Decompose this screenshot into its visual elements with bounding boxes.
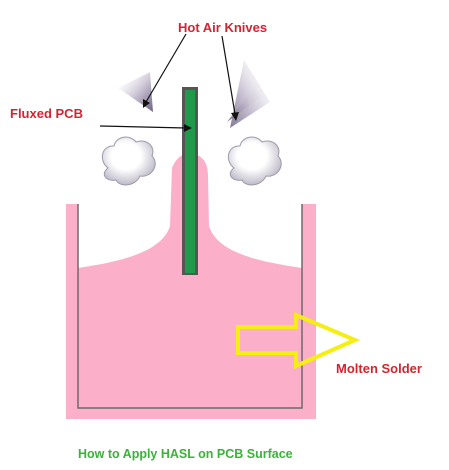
diagram-caption: How to Apply HASL on PCB Surface bbox=[78, 447, 293, 461]
air-knife-left bbox=[118, 72, 153, 112]
smoke-cloud-right bbox=[227, 136, 282, 186]
label-fluxed-pcb: Fluxed PCB bbox=[10, 106, 83, 121]
label-hot-air-knives: Hot Air Knives bbox=[178, 20, 268, 35]
pointer-hot-air-knives-right bbox=[221, 35, 239, 121]
pointer-fluxed-pcb bbox=[99, 124, 192, 132]
air-knife-right-cone bbox=[230, 60, 270, 128]
pointer-hot-air-knives-left bbox=[143, 33, 187, 108]
smoke-cloud-left bbox=[101, 136, 156, 186]
tank-outline bbox=[77, 204, 303, 409]
pcb-board-core bbox=[185, 90, 195, 273]
label-molten-solder: Molten Solder bbox=[336, 361, 422, 376]
molten-solder-arrow bbox=[236, 311, 361, 370]
